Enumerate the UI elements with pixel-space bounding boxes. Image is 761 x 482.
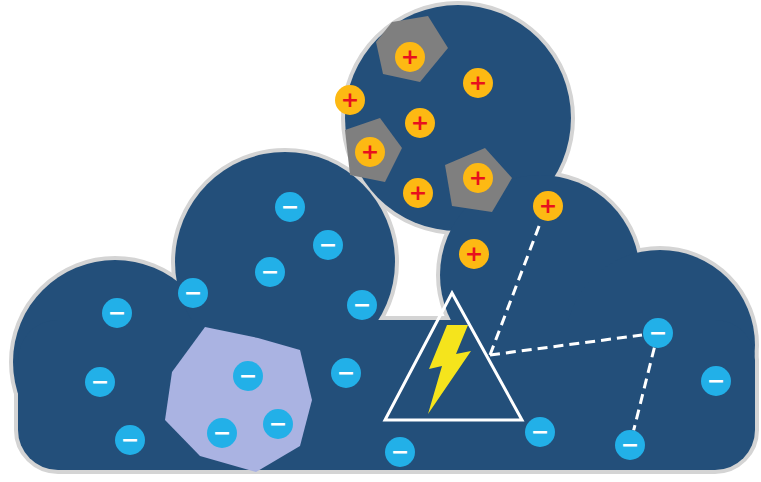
charge-label-box: − <box>233 361 263 391</box>
charge-sign: − <box>391 441 409 463</box>
warning-triangle <box>385 293 522 420</box>
negative-charge: − <box>263 409 293 439</box>
charge-sign: − <box>261 261 279 283</box>
cloud-body <box>13 5 755 470</box>
negative-charge: − <box>102 298 132 328</box>
leader-line <box>490 221 642 355</box>
charge-label-box: + <box>403 178 433 208</box>
positive-charge: + <box>335 85 365 115</box>
charge-sign: − <box>707 370 725 392</box>
graupel-particle <box>165 327 312 472</box>
positive-charge: + <box>355 137 385 167</box>
charge-sign: − <box>621 434 639 456</box>
charge-label-box: − <box>331 358 361 388</box>
positive-charge: + <box>463 68 493 98</box>
charge-sign: + <box>409 182 427 204</box>
negative-charge: − <box>178 278 208 308</box>
negative-charge: − <box>525 417 555 447</box>
charge-sign: − <box>337 362 355 384</box>
charge-label-box: − <box>85 367 115 397</box>
charge-label-box: − <box>115 425 145 455</box>
charge-label-box: − <box>643 318 673 348</box>
negative-charge: − <box>115 425 145 455</box>
charge-label-box: − <box>178 278 208 308</box>
charge-label-box: + <box>463 68 493 98</box>
charge-label-box: − <box>207 418 237 448</box>
charge-sign: + <box>539 195 557 217</box>
positive-charge: + <box>403 178 433 208</box>
charge-sign: − <box>213 422 231 444</box>
charge-label-box: − <box>385 437 415 467</box>
charge-label-box: + <box>395 42 425 72</box>
charge-label-box: − <box>525 417 555 447</box>
charge-sign: − <box>281 196 299 218</box>
negative-charge: − <box>347 290 377 320</box>
charge-sign: + <box>361 141 379 163</box>
charge-sign: + <box>401 46 419 68</box>
charge-label-box: + <box>533 191 563 221</box>
negative-charge: − <box>313 230 343 260</box>
charge-sign: − <box>239 365 257 387</box>
charge-sign: − <box>108 302 126 324</box>
negative-charge: − <box>385 437 415 467</box>
positive-charge: + <box>395 42 425 72</box>
dashed-connector <box>634 348 655 431</box>
charge-label-box: − <box>102 298 132 328</box>
charge-sign: + <box>465 243 483 265</box>
charge-sign: − <box>353 294 371 316</box>
ice-crystal <box>345 16 512 212</box>
charge-label-box: + <box>355 137 385 167</box>
charge-label-box: + <box>405 108 435 138</box>
negative-charge: − <box>233 361 263 391</box>
charge-sign: + <box>469 72 487 94</box>
charge-sign: + <box>411 112 429 134</box>
charge-sign: + <box>341 89 359 111</box>
negative-charge: − <box>701 366 731 396</box>
charge-label-box: − <box>313 230 343 260</box>
negative-charge: − <box>255 257 285 287</box>
negative-charge: − <box>615 430 645 460</box>
positive-charge: + <box>405 108 435 138</box>
charge-label-box: − <box>701 366 731 396</box>
charge-sign: − <box>121 429 139 451</box>
negative-charge: − <box>275 192 305 222</box>
negative-charge: − <box>85 367 115 397</box>
negative-charge: − <box>643 318 673 348</box>
charge-sign: − <box>649 322 667 344</box>
positive-charge: + <box>459 239 489 269</box>
lightning-bolt <box>428 325 471 414</box>
charge-label-box: − <box>615 430 645 460</box>
charge-label-box: − <box>255 257 285 287</box>
charge-sign: − <box>531 421 549 443</box>
negative-charge: − <box>207 418 237 448</box>
negative-charge: − <box>331 358 361 388</box>
charge-label-box: + <box>463 163 493 193</box>
charge-label-box: − <box>275 192 305 222</box>
charge-sign: − <box>91 371 109 393</box>
charge-sign: − <box>184 282 202 304</box>
charge-label-box: + <box>459 239 489 269</box>
charge-label-box: + <box>335 85 365 115</box>
cloud-outline <box>13 5 755 470</box>
charge-sign: − <box>269 413 287 435</box>
charge-label-box: − <box>347 290 377 320</box>
positive-charge: + <box>463 163 493 193</box>
charge-label-box: − <box>263 409 293 439</box>
positive-charge: + <box>533 191 563 221</box>
charge-sign: − <box>319 234 337 256</box>
charge-sign: + <box>469 167 487 189</box>
